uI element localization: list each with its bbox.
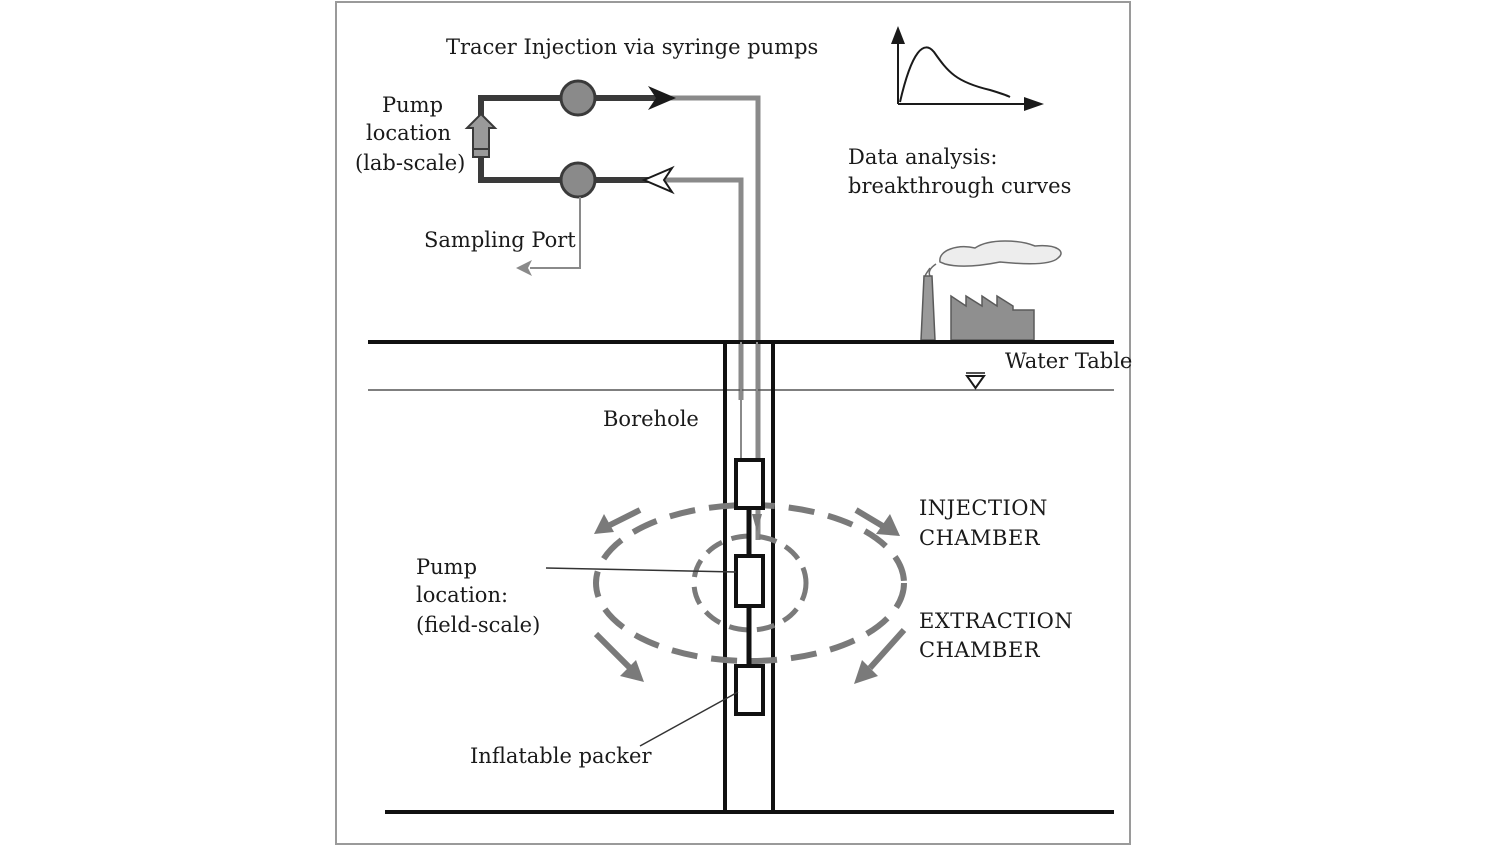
- packer-leader: [639, 691, 739, 747]
- injection-chamber-label-line1: INJECTION: [919, 496, 1048, 520]
- breakthrough-curve-icon: [891, 26, 1044, 111]
- water-table-label: Water Table: [1005, 349, 1132, 373]
- water-table-marker-icon: [965, 375, 986, 390]
- tracer-injection-label: Tracer Injection via syringe pumps: [446, 35, 818, 59]
- pump-lab-label-line1: Pump: [382, 93, 443, 117]
- flow-arrow-bottom-left-icon: [593, 631, 644, 682]
- extraction-chamber-label-line2: CHAMBER: [919, 638, 1041, 662]
- pump-field-leader: [545, 567, 737, 573]
- pump-field-label-line1: Pump: [416, 555, 477, 579]
- pump-location-up-arrow-icon: [464, 112, 498, 158]
- field-pump-box: [734, 554, 765, 608]
- inflatable-packer-label: Inflatable packer: [470, 744, 652, 768]
- data-analysis-label-line1: Data analysis:: [848, 145, 997, 169]
- flow-out-arrow-icon: [648, 86, 676, 110]
- extraction-chamber-label-line1: EXTRACTION: [919, 609, 1073, 633]
- flow-in-arrow-icon: [641, 165, 675, 195]
- data-analysis-label-line2: breakthrough curves: [848, 174, 1071, 198]
- injection-pump-icon: [559, 79, 597, 117]
- extraction-pump-icon: [559, 161, 597, 199]
- factory-icon: [920, 240, 1062, 341]
- flow-arrow-top-right-icon: [854, 507, 900, 536]
- flow-arrow-top-left-icon: [594, 507, 642, 534]
- lower-packer: [734, 664, 765, 716]
- injection-down-arrow-icon: [752, 514, 762, 532]
- pump-lab-label-line3: (lab-scale): [355, 151, 465, 175]
- sampling-port-label: Sampling Port: [424, 228, 576, 252]
- injection-chamber-label-line2: CHAMBER: [919, 526, 1041, 550]
- extraction-flow-ellipse: [691, 533, 809, 633]
- flow-arrow-bottom-right-icon: [854, 627, 907, 684]
- borehole-label: Borehole: [603, 407, 699, 431]
- pump-lab-label-line2: location: [366, 121, 451, 145]
- pump-field-label-line2: location:: [416, 583, 508, 607]
- sampling-port-line: [516, 197, 581, 276]
- upper-packer: [734, 458, 765, 510]
- diagram-frame: [335, 1, 1131, 845]
- pump-field-label-line3: (field-scale): [416, 613, 540, 637]
